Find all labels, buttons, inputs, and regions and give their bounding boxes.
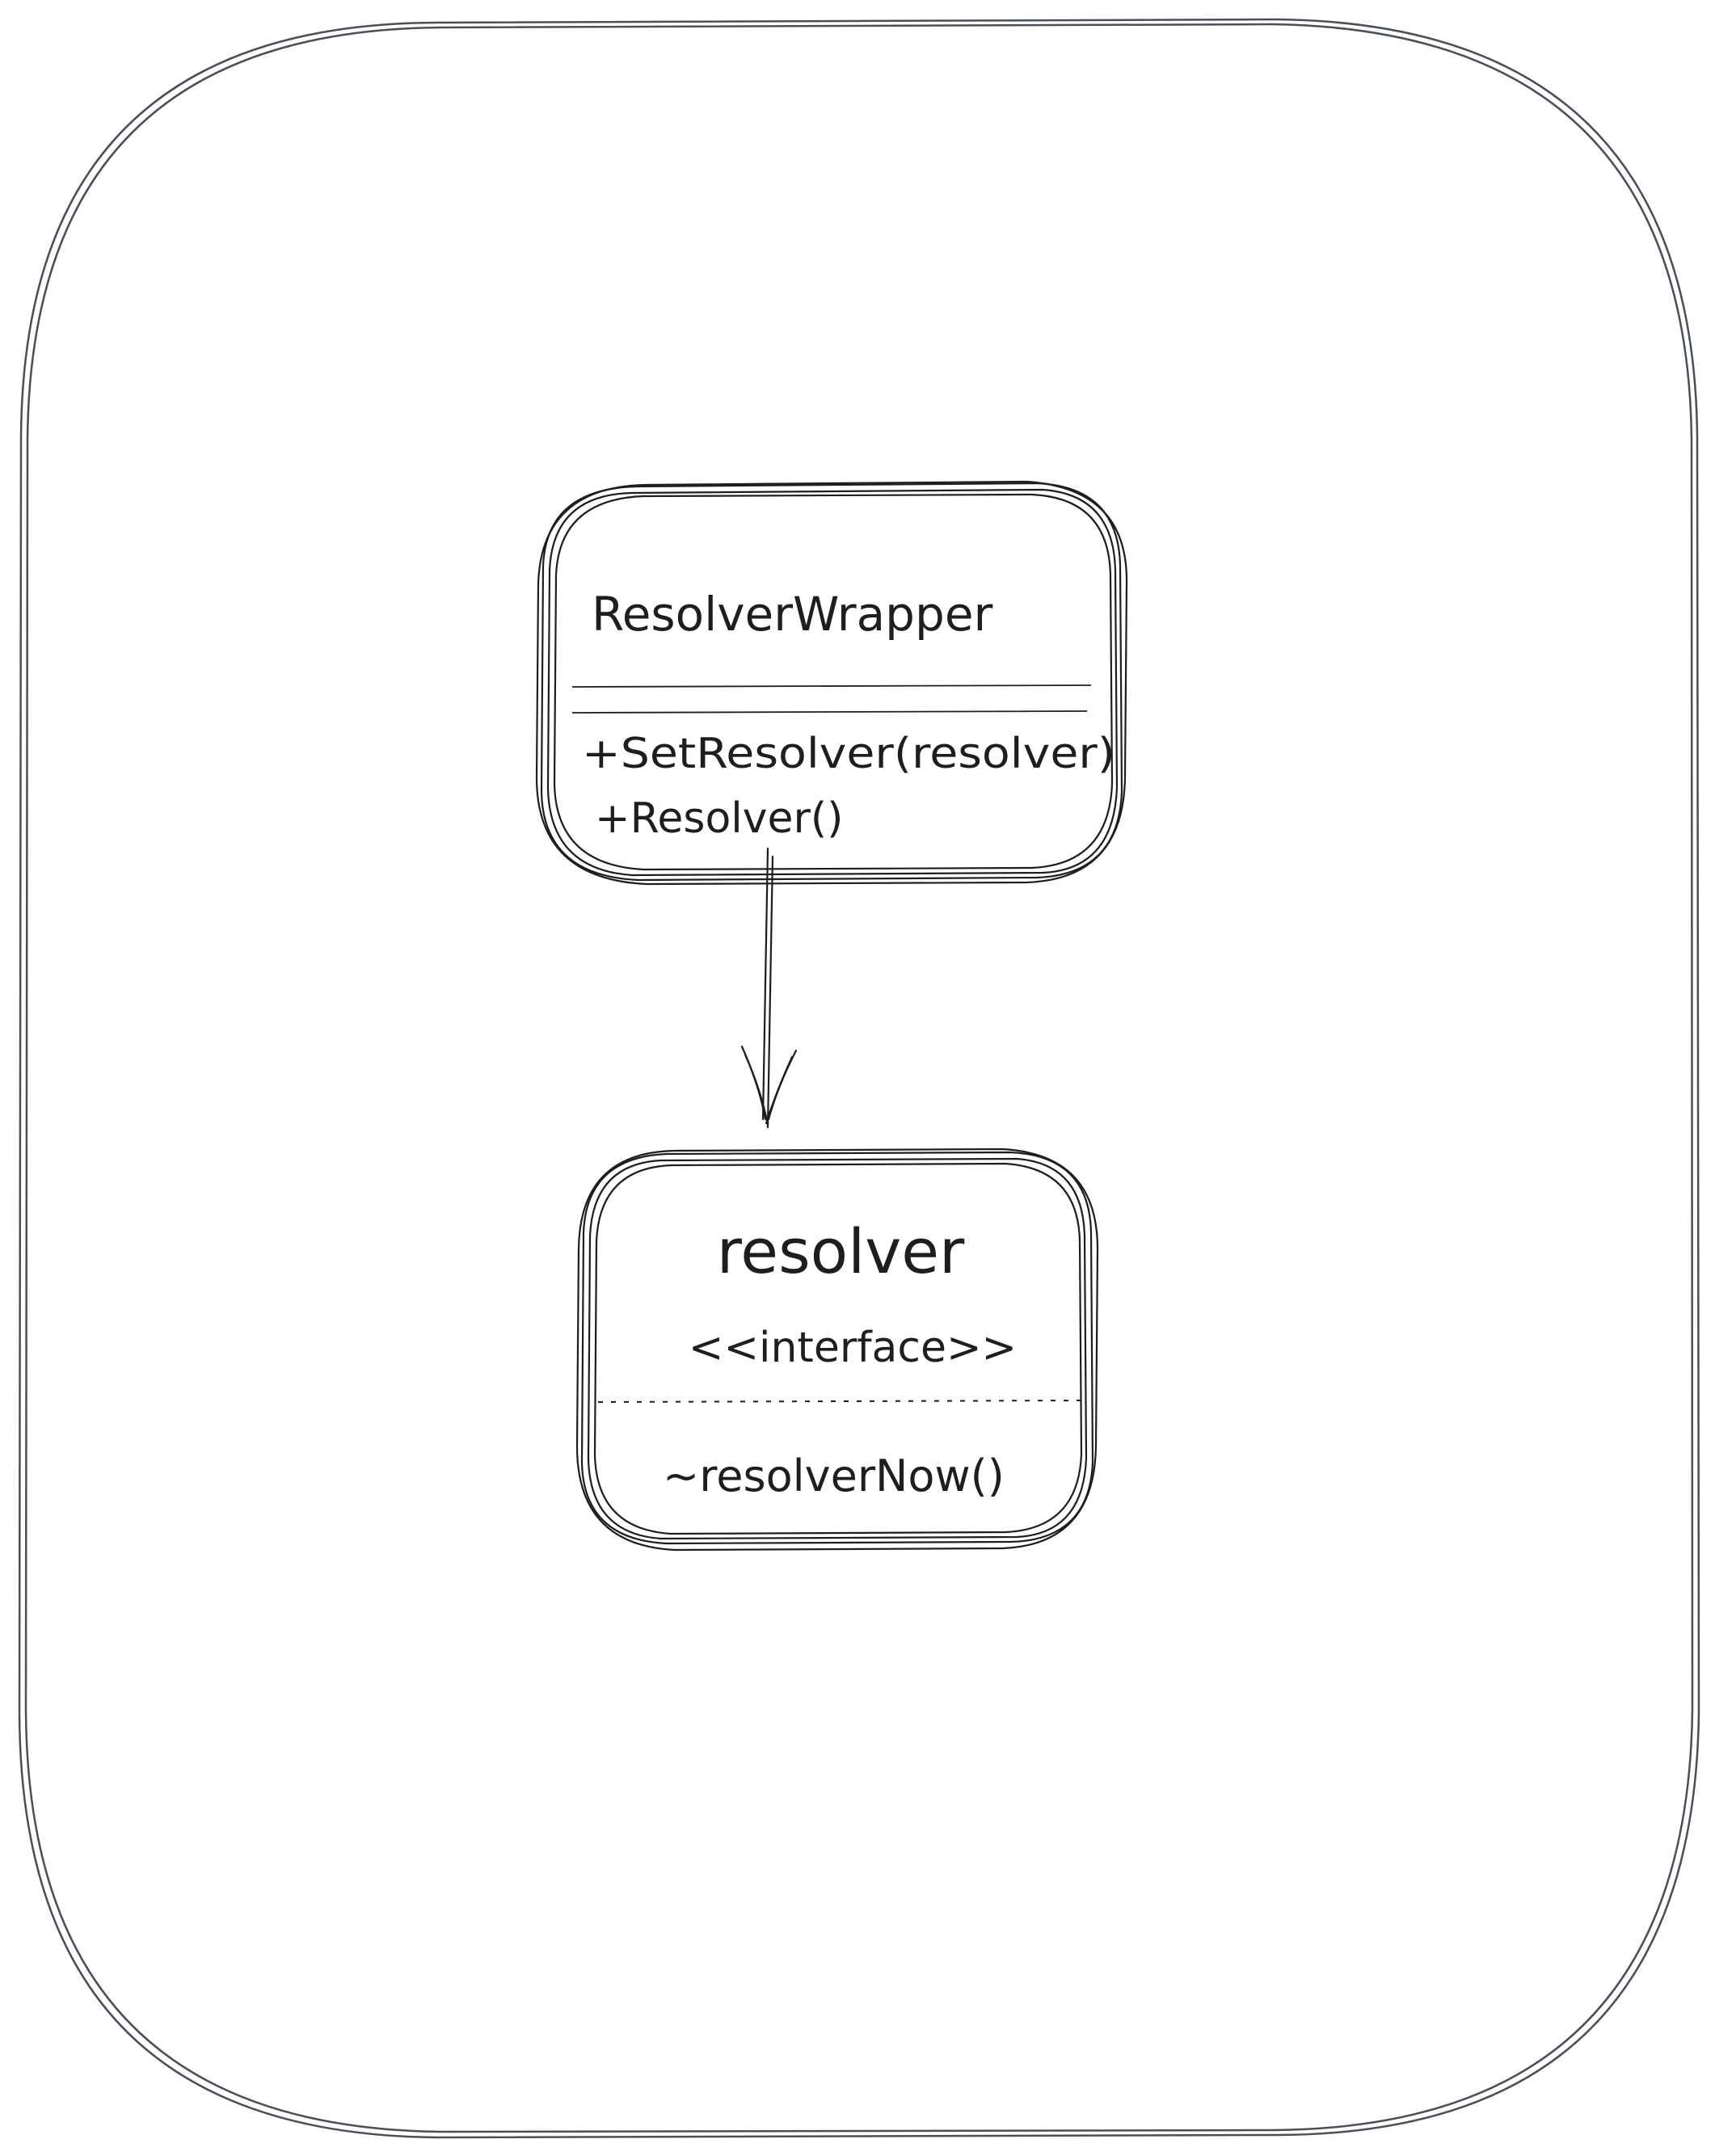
resolver-wrapper-box (535, 480, 1128, 886)
resolver-interface-class: resolver <<interface>> ~resolverNow() (575, 1147, 1099, 1552)
resolver-wrapper-class: ResolverWrapper +SetResolver(resolver) +… (535, 480, 1128, 886)
resolver-interface-title: resolver (717, 1215, 965, 1287)
resolver-wrapper-divider (571, 684, 1092, 714)
association-arrow (740, 847, 798, 1129)
resolver-interface-divider (597, 1400, 1088, 1403)
resolver-wrapper-method: +Resolver() (595, 794, 843, 843)
resolver-interface-stereotype: <<interface>> (689, 1324, 1017, 1372)
resolver-interface-method: ~resolverNow() (663, 1451, 1005, 1501)
outer-frame (18, 18, 1700, 2139)
resolver-wrapper-method: +SetResolver(resolver) (582, 730, 1115, 778)
resolver-wrapper-title: ResolverWrapper (592, 587, 992, 642)
resolver-interface-box (575, 1147, 1099, 1552)
